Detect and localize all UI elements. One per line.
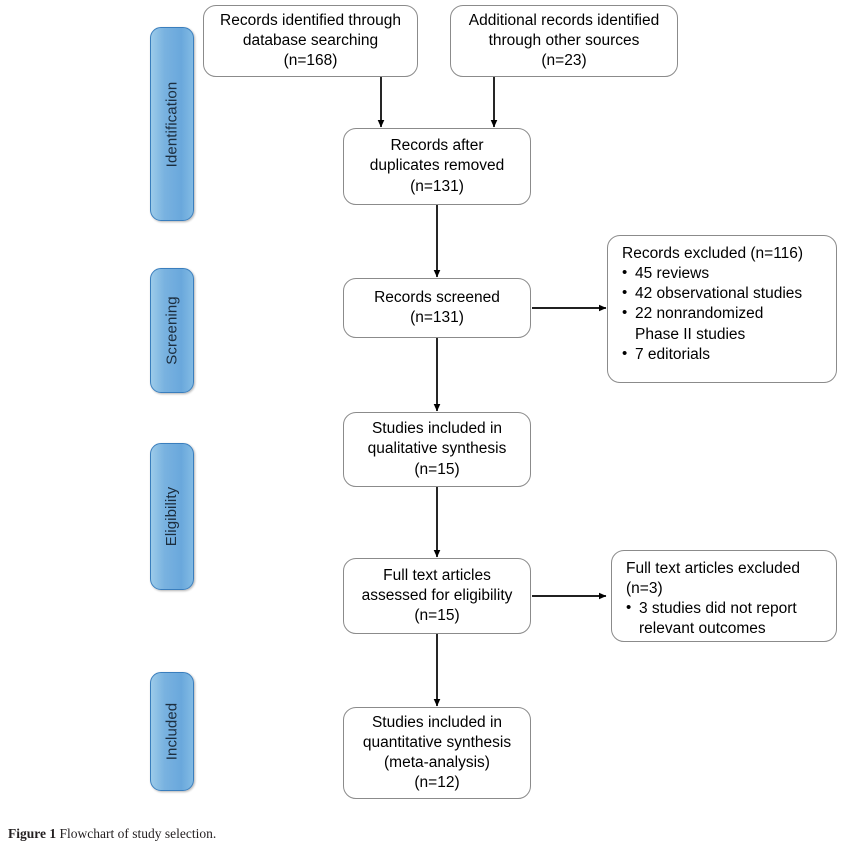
figure-caption-number: 1: [49, 826, 57, 841]
box-heading-count: (n=3): [626, 580, 663, 598]
box-line: database searching: [242, 31, 379, 49]
list-item-text: 3 studies did not report: [639, 600, 797, 618]
box-records-identified-database: Records identified through database sear…: [203, 5, 418, 77]
stage-bar-included: Included: [150, 672, 194, 791]
box-records-after-duplicates: Records after duplicates removed (n=131): [343, 128, 531, 205]
box-line: Full text articles: [383, 566, 491, 584]
stage-bar-screening: Screening: [150, 268, 194, 393]
stage-label-included: Included: [163, 702, 181, 761]
box-line: duplicates removed: [369, 157, 505, 175]
box-line: Records after: [390, 137, 484, 155]
list-item: 22 nonrandomized Phase II studies: [622, 303, 802, 344]
box-line: (n=23): [541, 52, 587, 70]
list-item-text: 7 editorials: [635, 345, 710, 363]
box-line: (n=12): [414, 774, 460, 792]
box-records-screened: Records screened (n=131): [343, 278, 531, 338]
list-item-continuation: relevant outcomes: [639, 620, 766, 638]
box-fulltext-assessed: Full text articles assessed for eligibil…: [343, 558, 531, 634]
box-line: (n=15): [414, 607, 460, 625]
fulltext-excluded-list: 3 studies did not report relevant outcom…: [626, 598, 797, 639]
stage-label-identification: Identification: [163, 81, 181, 167]
box-records-identified-other: Additional records identified through ot…: [450, 5, 678, 77]
box-line: (meta-analysis): [384, 754, 490, 771]
list-item: 3 studies did not report relevant outcom…: [626, 598, 797, 639]
list-item-text: 45 reviews: [635, 265, 710, 283]
box-line: Records identified through: [220, 11, 401, 29]
box-line: qualitative synthesis: [367, 440, 507, 458]
box-line: through other sources: [488, 31, 640, 49]
box-line: (n=168): [283, 52, 338, 70]
box-line: assessed for eligibility: [361, 586, 513, 604]
stage-bar-eligibility: Eligibility: [150, 443, 194, 590]
box-records-excluded: Records excluded (n=116) 45 reviews 42 o…: [607, 235, 837, 383]
box-line: (n=131): [410, 309, 464, 326]
stage-label-screening: Screening: [163, 296, 181, 365]
box-heading: Records excluded (n=116): [622, 245, 804, 262]
list-item: 45 reviews: [622, 263, 802, 284]
box-studies-quantitative-synthesis: Studies included in quantitative synthes…: [343, 707, 531, 799]
box-line: quantitative synthesis: [362, 733, 512, 751]
list-item-text: 42 observational studies: [635, 285, 803, 303]
figure-caption-text: Flowchart of study selection.: [59, 826, 217, 841]
figure-caption: Figure 1 Flowchart of study selection.: [8, 826, 216, 842]
records-excluded-list: 45 reviews 42 observational studies 22 n…: [622, 263, 803, 365]
box-heading: Full text articles excluded: [626, 560, 801, 577]
list-item: 42 observational studies: [622, 283, 803, 304]
box-line: (n=131): [410, 177, 464, 195]
box-line: Additional records identified: [468, 11, 660, 29]
stage-label-eligibility: Eligibility: [163, 486, 181, 547]
list-item-text: 22 nonrandomized: [635, 305, 764, 323]
box-studies-qualitative-synthesis: Studies included in qualitative synthesi…: [343, 412, 531, 487]
box-line: Studies included in: [371, 713, 503, 731]
list-item-continuation: Phase II studies: [635, 325, 746, 343]
box-line: Studies included in: [371, 420, 503, 438]
figure-caption-label: Figure: [8, 826, 46, 841]
box-line: (n=15): [414, 460, 460, 478]
box-fulltext-excluded: Full text articles excluded (n=3) 3 stud…: [611, 550, 837, 642]
list-item: 7 editorials: [622, 344, 802, 365]
box-line: Records screened: [374, 288, 500, 306]
stage-bar-identification: Identification: [150, 27, 194, 221]
